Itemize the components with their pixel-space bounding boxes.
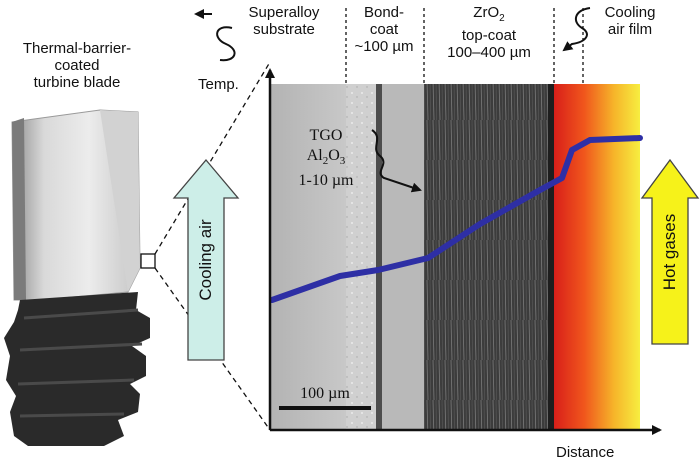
- distance-axis-label: Distance: [556, 444, 615, 461]
- scale-bar: [279, 406, 371, 410]
- turbine-blade-image: [4, 109, 150, 446]
- zoom-box: [140, 253, 156, 269]
- blade-label: Thermal-barrier- coated turbine blade: [22, 40, 132, 91]
- hot-gases-label: Hot gases: [660, 213, 679, 291]
- micrograph-cross-section: [270, 84, 640, 430]
- substrate-region: [270, 84, 346, 430]
- bondcoat-label: Bond- coat ~100 µm: [354, 4, 414, 55]
- temperature-axis-label: Temp.: [198, 76, 239, 93]
- substrate-pointer-arrow: [216, 26, 236, 62]
- tgo-pointer-arrow: [371, 129, 422, 193]
- scale-bar-label: 100 µm: [300, 385, 350, 402]
- topcoat-label: ZrO2 top-coat 100–400 µm: [447, 4, 531, 61]
- temperature-profile-line: [269, 135, 643, 303]
- tgo-layer: [376, 84, 382, 430]
- film-label: Cooling air film: [604, 4, 656, 38]
- bondcoat-outer-region: [380, 84, 424, 430]
- hot-gases-arrow: [640, 158, 700, 345]
- topcoat-surface: [548, 84, 558, 430]
- bondcoat-region: [346, 84, 380, 430]
- cooling-air-label: Cooling air: [196, 219, 215, 301]
- film-pointer-arrow: [562, 7, 591, 52]
- zoom-line-top: [154, 61, 271, 255]
- cooling-air-arrow: [172, 158, 240, 361]
- tgo-label: TGO Al2O3 1-10 µm: [298, 127, 354, 190]
- substrate-label: Superalloy substrate: [248, 4, 320, 38]
- topcoat-region: [424, 84, 554, 430]
